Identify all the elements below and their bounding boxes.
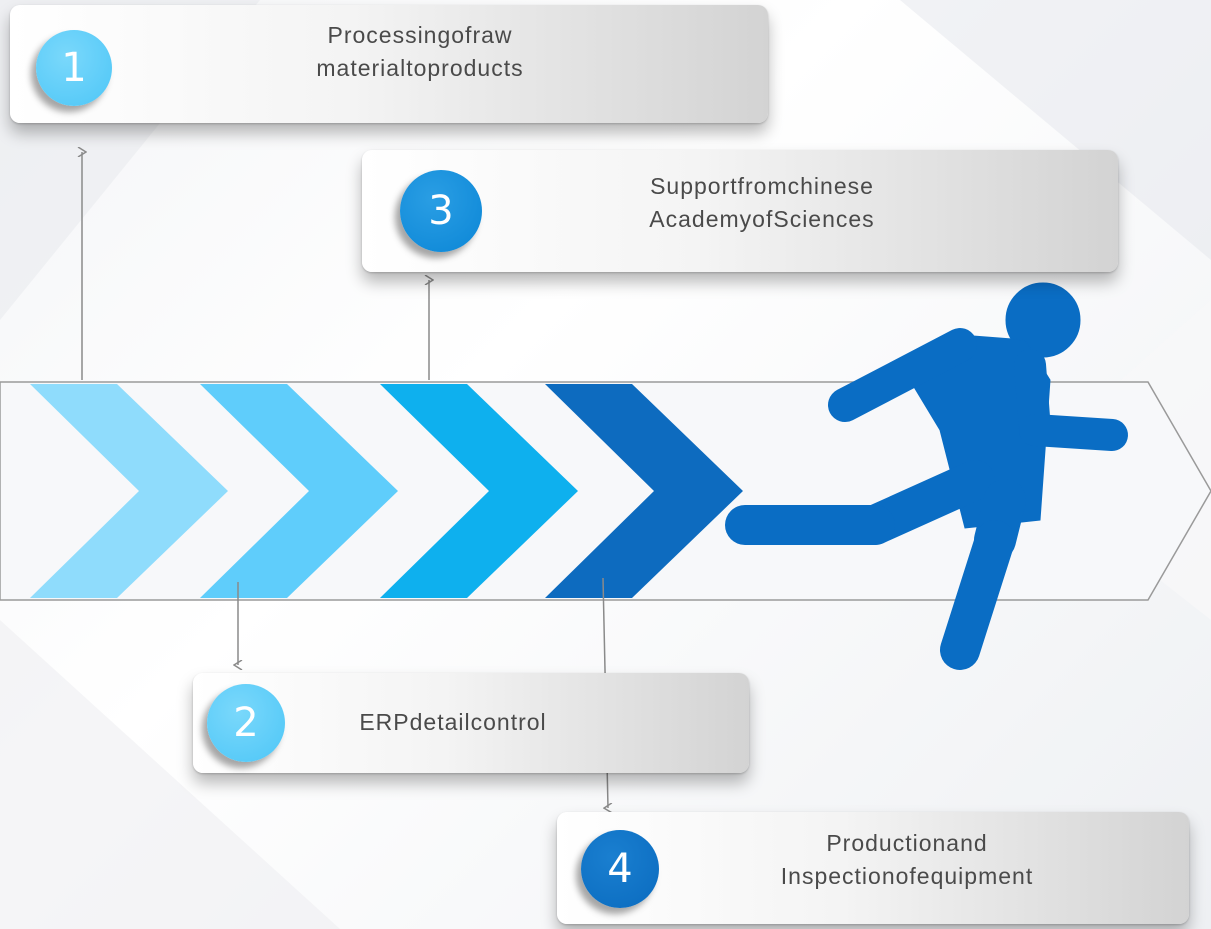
step-label: Supportfromchinese AcademyofSciences [552,170,972,236]
step-label-line: Inspectionofequipment [780,863,1034,889]
chevron-arrow-icon [545,384,743,598]
chevron-arrow-icon [30,384,228,598]
step-label-line: Processingofraw [327,22,513,48]
chevron-arrow-icon [200,384,398,598]
step-label: ERPdetailcontrol [303,706,603,739]
step-label-line: Supportfromchinese [650,173,874,199]
step-card-2: 2 ERPdetailcontrol [193,673,749,773]
step-label: Productionand Inspectionofequipment [687,827,1127,893]
step-number-badge: 2 [207,684,285,762]
running-person-icon [725,282,1128,670]
chevron-arrow-icon [380,384,578,598]
step-label-line: Productionand [826,830,988,856]
step-card-1: 1 Processingofraw materialtoproducts [10,5,768,123]
step-card-3: 3 Supportfromchinese AcademyofSciences [362,150,1118,272]
step-label-line: ERPdetailcontrol [359,709,547,735]
step-label-line: materialtoproducts [316,55,524,81]
step-card-4: 4 Productionand Inspectionofequipment [557,812,1189,924]
step-label: Processingofraw materialtoproducts [190,19,650,85]
step-label-line: AcademyofSciences [649,206,875,232]
step-number-badge: 1 [36,30,112,106]
step-number-badge: 4 [581,830,659,908]
step-number-badge: 3 [400,170,482,252]
